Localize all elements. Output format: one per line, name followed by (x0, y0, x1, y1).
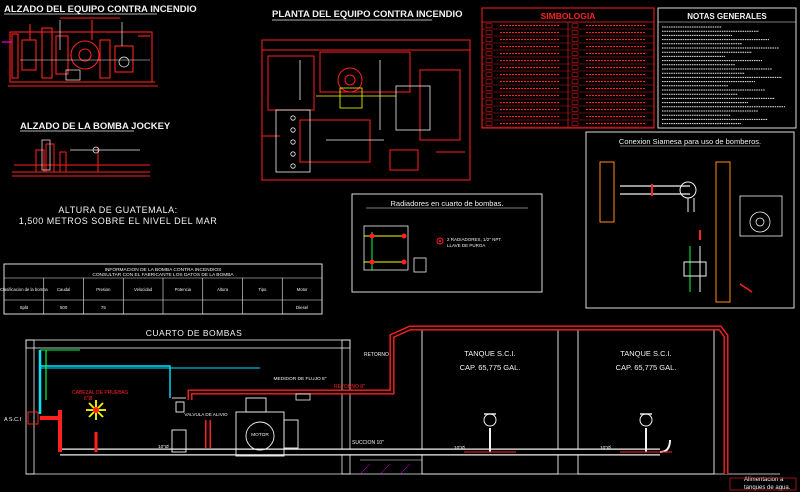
jockey-white (41, 139, 140, 171)
table-cell: Diesel (296, 305, 308, 310)
medidor-label: MEDIDOR DE FLUJO 8" (274, 376, 327, 382)
table-cell: Split (20, 305, 29, 310)
siamesa-title: Conexion Siamesa para uso de bomberos. (619, 137, 761, 146)
elev-fire-title: ALZADO DEL EQUIPO CONTRA INCENDIO (4, 4, 197, 15)
alimentacion-line2: tanques de agua. (744, 485, 791, 491)
simbologia-symbol (571, 44, 579, 49)
simbologia-symbol (485, 79, 493, 84)
notas-title: NOTAS GENERALES (687, 12, 767, 21)
tank-2-title: TANQUE S.C.I. (620, 349, 672, 358)
simbologia-symbol (571, 58, 579, 63)
tank-1-capacity: CAP. 65,775 GAL. (460, 363, 521, 372)
jockey-drawing (12, 143, 150, 177)
succion-label: SUCCION 10" (352, 440, 384, 446)
cuarto-title: CUARTO DE BOMBAS (146, 328, 242, 338)
table-header: Clasificacion de la bomba (0, 287, 48, 292)
table-header: Velocidad (134, 287, 153, 292)
table-header: Motor (297, 287, 308, 292)
radiador-note-1: 2 RADIADORES, 1/2" NPT. (447, 237, 502, 242)
table-cell: 500 (60, 305, 68, 310)
retorno8-label: RETORNO 8" (334, 384, 365, 390)
simbologia-symbol (571, 93, 579, 98)
simbologia-symbol (485, 51, 493, 56)
plan-fire-title: PLANTA DEL EQUIPO CONTRA INCENDIO (272, 9, 463, 20)
table-header: Tipo (258, 287, 267, 292)
tank-1-title: TANQUE S.C.I. (464, 349, 516, 358)
simbologia-symbol (485, 58, 493, 63)
simbologia-symbol (485, 72, 493, 77)
pump-motor-icon (171, 397, 299, 457)
simbologia-symbol (485, 107, 493, 112)
simbologia-symbol (485, 65, 493, 70)
radiadores-title: Radiadores en cuarto de bombas. (391, 199, 504, 208)
valvula-label: VALVULA DE ALIVIO (184, 412, 228, 417)
simbologia-symbol (571, 51, 579, 56)
simbologia-symbol (485, 37, 493, 42)
table-header: Presion (96, 287, 111, 292)
simbologia-symbol (571, 121, 579, 126)
simbologia-symbol (485, 114, 493, 119)
notas-lines (662, 26, 785, 125)
pipe10-label-a: 10"Ø (158, 444, 169, 450)
simbologia-symbol (571, 72, 579, 77)
radiadores-box: Radiadores en cuarto de bombas. 2 RADIAD… (351, 193, 543, 293)
table-header: Potencia (175, 287, 192, 292)
simbologia-symbol (485, 100, 493, 105)
simbologia-symbol (571, 107, 579, 112)
simbologia-symbol (571, 86, 579, 91)
altitude-line1: ALTURA DE GUATEMALA: (58, 205, 177, 215)
cabezal-size-label: 6"Ø (84, 396, 93, 402)
elev-fire-drawing (2, 17, 158, 87)
pipe10-label-b: 10"Ø (454, 445, 465, 451)
pump-table-title1: INFORMACION DE LA BOMBA CONTRA INCENDIOS (105, 267, 222, 273)
table-header: Caudal (57, 287, 70, 292)
plan-fire-yellow (316, 87, 396, 109)
simbologia-symbol (485, 121, 493, 126)
simbologia-symbol (571, 79, 579, 84)
simbologia-symbol (571, 100, 579, 105)
a-sci-label: A S.C.I (4, 417, 22, 423)
siamesa-box: Conexion Siamesa para uso de bomberos. (585, 131, 795, 309)
simbologia-symbol (485, 23, 493, 28)
simbologia-symbol (485, 44, 493, 49)
cabezal-label: CABEZAL DE PRUEBAS (72, 390, 129, 396)
simbologia-table: SIMBOLOGIA (481, 7, 655, 129)
simbologia-rows (482, 23, 654, 128)
elev-jockey-title: ALZADO DE LA BOMBA JOCKEY (20, 121, 171, 132)
simbologia-symbol (485, 86, 493, 91)
alimentacion-line1: Alimentacion a (744, 477, 784, 483)
simbologia-symbol (571, 114, 579, 119)
table-header: Altura (217, 287, 229, 292)
simbologia-symbol (571, 65, 579, 70)
simbologia-symbol (485, 30, 493, 35)
motor-label: MOTOR (251, 432, 269, 438)
simbologia-symbol (571, 23, 579, 28)
retorno-label: RETORNO (364, 352, 389, 358)
altitude-line2: 1,500 METROS SOBRE EL NIVEL DEL MAR (19, 216, 218, 226)
pipe10-label-c: 10"Ø (600, 445, 611, 451)
pump-table-title2: CONSULTAR CON EL FABRICANTE LOS DATOS DE… (92, 272, 234, 278)
pump-info-table: INFORMACION DE LA BOMBA CONTRA INCENDIOS… (0, 263, 323, 315)
notas-generales: NOTAS GENERALES (657, 7, 797, 129)
plan-fire-white (275, 60, 431, 173)
simbologia-title: SIMBOLOGIA (541, 11, 596, 21)
cuarto-de-bombas: CUARTO DE BOMBAS TANQUE S.C.I. CAP. 65,7… (4, 325, 797, 491)
tank-2-capacity: CAP. 65,775 GAL. (616, 363, 677, 372)
table-cell: 75 (101, 305, 106, 310)
simbologia-symbol (571, 30, 579, 35)
simbologia-symbol (485, 93, 493, 98)
elev-fire-white-details (59, 20, 130, 81)
simbologia-symbol (571, 37, 579, 42)
radiador-note-2: LLAVE DE PURGA (447, 243, 485, 248)
